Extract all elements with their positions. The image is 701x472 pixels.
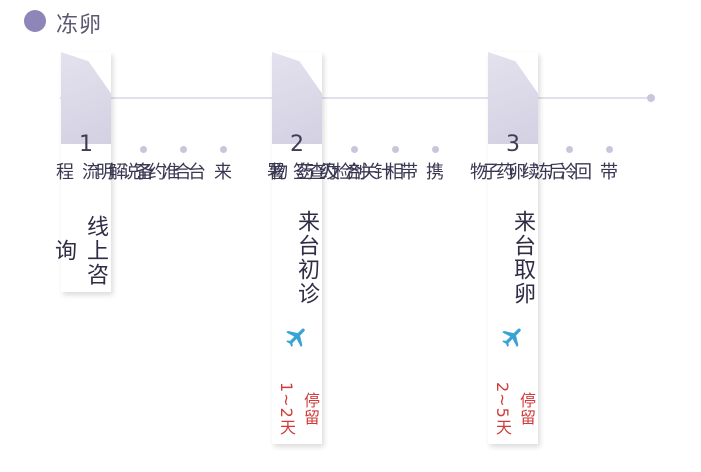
step-label: 冷冻卵子 (479, 162, 578, 181)
step-dot (392, 146, 399, 153)
step-label: 带回后续药物 (467, 162, 618, 181)
step-dot (220, 146, 227, 153)
stage-number: 1 (79, 132, 93, 157)
timeline-end-dot (647, 94, 655, 102)
step-label: 了解流程 (53, 162, 152, 181)
stage-number: 3 (506, 132, 520, 157)
step-dot (351, 146, 358, 153)
airplane-icon (286, 328, 305, 347)
stage-card-1: 1 线上咨询 (51, 52, 111, 292)
stage-title: 来台取卵 (510, 210, 535, 306)
stay-duration: 停留1~2天 (277, 382, 320, 436)
page-title: 冻卵 (56, 13, 103, 38)
step-label: 来台准备 (133, 162, 232, 181)
stay-duration: 停留2~5天 (493, 382, 536, 436)
step-dot (606, 146, 613, 153)
stage-number: 2 (290, 132, 304, 157)
stage-title: 线上咨询 (51, 215, 108, 287)
step-label: 相关检查 (305, 162, 404, 181)
header-dot (24, 10, 46, 32)
airplane-icon (502, 328, 521, 347)
card-fold (488, 52, 538, 144)
step-dot (566, 146, 573, 153)
stage-card-2: 2 来台初诊 停留1~2天 (272, 52, 322, 444)
stage-card-3: 3 来台取卵 停留2~5天 (488, 52, 538, 444)
card-fold (61, 52, 111, 144)
card-fold (272, 52, 322, 144)
step-dot (140, 146, 147, 153)
step-label: 携带针剂及药物 (267, 162, 444, 181)
step-dot (180, 146, 187, 153)
step-label: 合约说明 (93, 162, 192, 181)
step-dot (432, 146, 439, 153)
step-label: 合约签署 (264, 162, 363, 181)
timeline-line (60, 97, 650, 99)
stage-title: 来台初诊 (294, 210, 319, 306)
